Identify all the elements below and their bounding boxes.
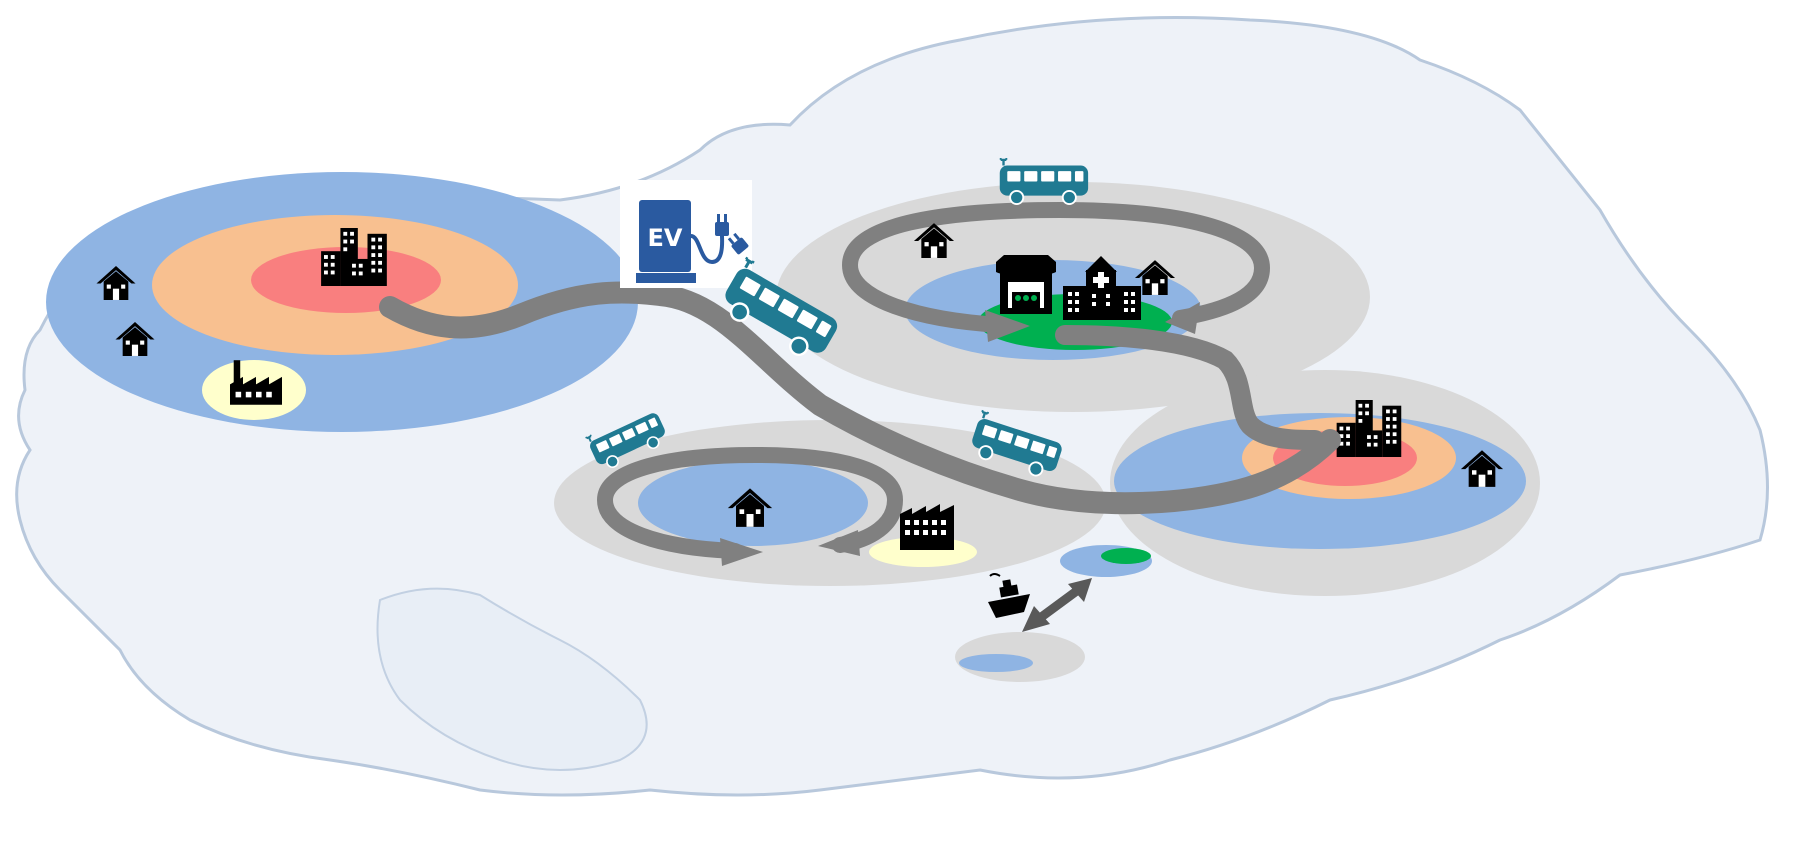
loop-route-north <box>841 201 1271 333</box>
peninsula-shape <box>376 587 648 771</box>
city-region-east <box>1110 370 1540 596</box>
arrowhead-north-right <box>1165 302 1200 334</box>
ev-label: EV <box>648 224 683 252</box>
route-network <box>379 201 1341 559</box>
two-way-arrow-icon <box>1022 578 1092 632</box>
islands <box>955 545 1152 682</box>
island-south <box>959 654 1033 672</box>
city-region-west <box>46 172 638 432</box>
trunk-route <box>379 281 1341 515</box>
arrowhead-south-right <box>818 530 860 556</box>
route-arrowheads <box>720 302 1200 566</box>
arrowhead-south-left <box>720 538 763 566</box>
branch-route <box>1055 325 1325 450</box>
shop-icon <box>996 255 1056 314</box>
hospital-icon <box>1063 256 1141 320</box>
ev-charger-icon: EV <box>620 180 752 288</box>
island-east-green <box>1101 548 1151 564</box>
arrowhead-north-left <box>985 310 1030 342</box>
factory-icon <box>900 504 954 550</box>
ferry-icon <box>988 573 1030 618</box>
loop-route-south <box>596 446 904 559</box>
